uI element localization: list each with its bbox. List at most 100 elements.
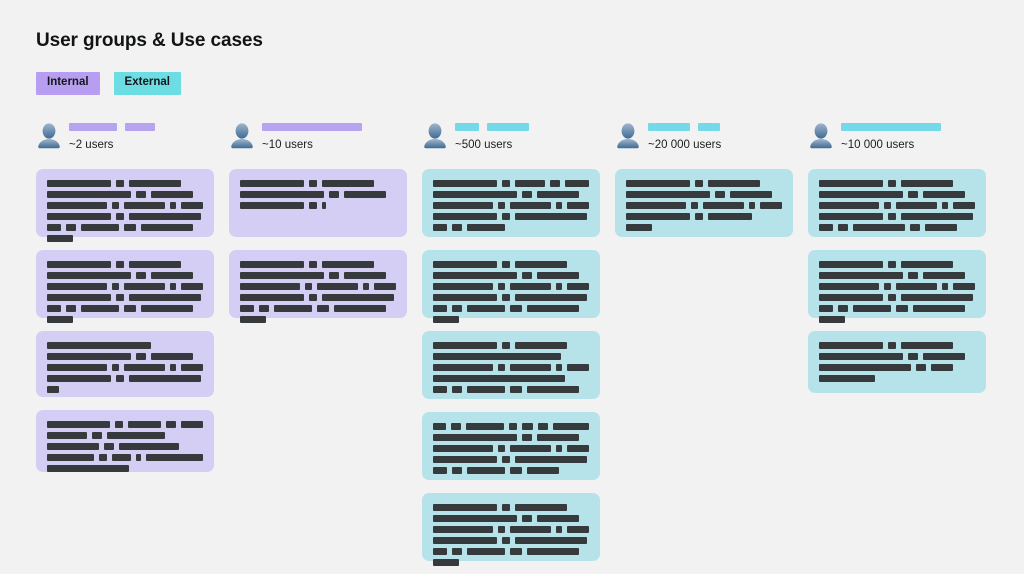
group-name-redaction: [841, 122, 941, 131]
redaction-bar: [841, 122, 941, 131]
redaction-bar: [888, 293, 896, 301]
card-text-line: [433, 455, 589, 463]
card-text-line: [819, 293, 975, 301]
redaction-bar: [910, 223, 920, 231]
redaction-bar: [883, 201, 892, 209]
redaction-bar: [695, 179, 703, 187]
redaction-bar: [47, 212, 111, 220]
redaction-bar: [626, 190, 710, 198]
redaction-bar: [467, 466, 505, 474]
redaction-bar: [433, 315, 459, 323]
use-case-card[interactable]: [422, 330, 600, 399]
use-case-card[interactable]: [808, 330, 986, 393]
legend-chip-internal[interactable]: Internal: [36, 72, 100, 95]
redaction-bar: [151, 190, 193, 198]
user-count-label: ~10 000 users: [841, 138, 915, 151]
redaction-bar: [129, 212, 201, 220]
card-text-line: [626, 212, 782, 220]
redaction-bar: [819, 304, 833, 312]
redaction-bar: [317, 282, 359, 290]
redaction-bar: [908, 271, 918, 279]
redaction-bar: [66, 304, 76, 312]
redaction-bar: [136, 352, 146, 360]
redaction-bar: [317, 304, 329, 312]
redaction-bar: [527, 547, 579, 555]
redaction-bar: [433, 190, 517, 198]
redaction-bar: [819, 223, 833, 231]
user-group-column-1: ~2 users: [36, 121, 214, 485]
person-icon: [36, 122, 62, 155]
redaction-bar: [240, 190, 324, 198]
card-text-line: [433, 271, 589, 279]
card-text-line: [47, 442, 203, 450]
redaction-bar: [901, 179, 953, 187]
redaction-bar: [896, 304, 908, 312]
card-text-line: [47, 374, 203, 382]
redaction-bar: [556, 444, 562, 452]
redaction-bar: [455, 122, 479, 131]
columns-container: ~2 users~10 users~500 users~20 000 users…: [36, 121, 988, 574]
redaction-bar: [467, 385, 505, 393]
user-count-label: ~500 users: [455, 138, 513, 151]
use-case-card[interactable]: [36, 409, 214, 472]
redaction-bar: [111, 282, 120, 290]
redaction-bar: [170, 282, 176, 290]
redaction-bar: [129, 179, 181, 187]
card-text-line: [433, 304, 589, 312]
use-case-card[interactable]: [422, 168, 600, 237]
redaction-bar: [497, 201, 506, 209]
redaction-bar: [47, 442, 99, 450]
card-text-line: [240, 282, 396, 290]
redaction-bar: [819, 341, 883, 349]
redaction-bar: [124, 363, 166, 371]
use-case-card[interactable]: [615, 168, 793, 237]
user-count-label: ~20 000 users: [648, 138, 722, 151]
redaction-bar: [240, 260, 304, 268]
redaction-bar: [502, 179, 510, 187]
redaction-bar: [698, 122, 720, 131]
redaction-bar: [510, 363, 552, 371]
card-text-line: [819, 223, 975, 231]
card-text-line: [47, 385, 203, 393]
card-text-line: [819, 260, 975, 268]
use-case-card[interactable]: [422, 249, 600, 323]
redaction-bar: [510, 466, 522, 474]
redaction-bar: [730, 190, 772, 198]
card-text-line: [47, 212, 203, 220]
use-case-card[interactable]: [36, 249, 214, 323]
card-text-line: [240, 315, 396, 323]
card-text-line: [433, 201, 589, 209]
use-case-card[interactable]: [422, 411, 600, 480]
card-text-line: [433, 363, 589, 371]
card-text-line: [433, 385, 589, 393]
card-text-line: [819, 315, 975, 323]
redaction-bar: [47, 304, 61, 312]
redaction-bar: [515, 260, 567, 268]
card-text-line: [47, 431, 203, 439]
redaction-bar: [819, 212, 883, 220]
redaction-bar: [565, 179, 589, 187]
use-case-card[interactable]: [422, 492, 600, 566]
use-case-card[interactable]: [808, 249, 986, 323]
redaction-bar: [853, 304, 891, 312]
redaction-bar: [853, 223, 905, 231]
person-icon: [615, 122, 641, 155]
legend-chip-external[interactable]: External: [113, 72, 181, 95]
card-text-line: [47, 464, 203, 472]
redaction-bar: [180, 201, 203, 209]
card-text-line: [819, 201, 975, 209]
redaction-bar: [510, 547, 522, 555]
redaction-bar: [433, 514, 517, 522]
redaction-bar: [129, 374, 201, 382]
use-case-card[interactable]: [36, 330, 214, 397]
card-text-line: [240, 304, 396, 312]
use-case-card[interactable]: [808, 168, 986, 237]
redaction-bar: [309, 293, 317, 301]
use-case-card[interactable]: [36, 168, 214, 242]
use-case-card[interactable]: [229, 249, 407, 323]
redaction-bar: [467, 304, 505, 312]
redaction-bar: [626, 179, 690, 187]
use-case-card[interactable]: [229, 168, 407, 237]
redaction-bar: [111, 201, 120, 209]
redaction-bar: [329, 190, 339, 198]
